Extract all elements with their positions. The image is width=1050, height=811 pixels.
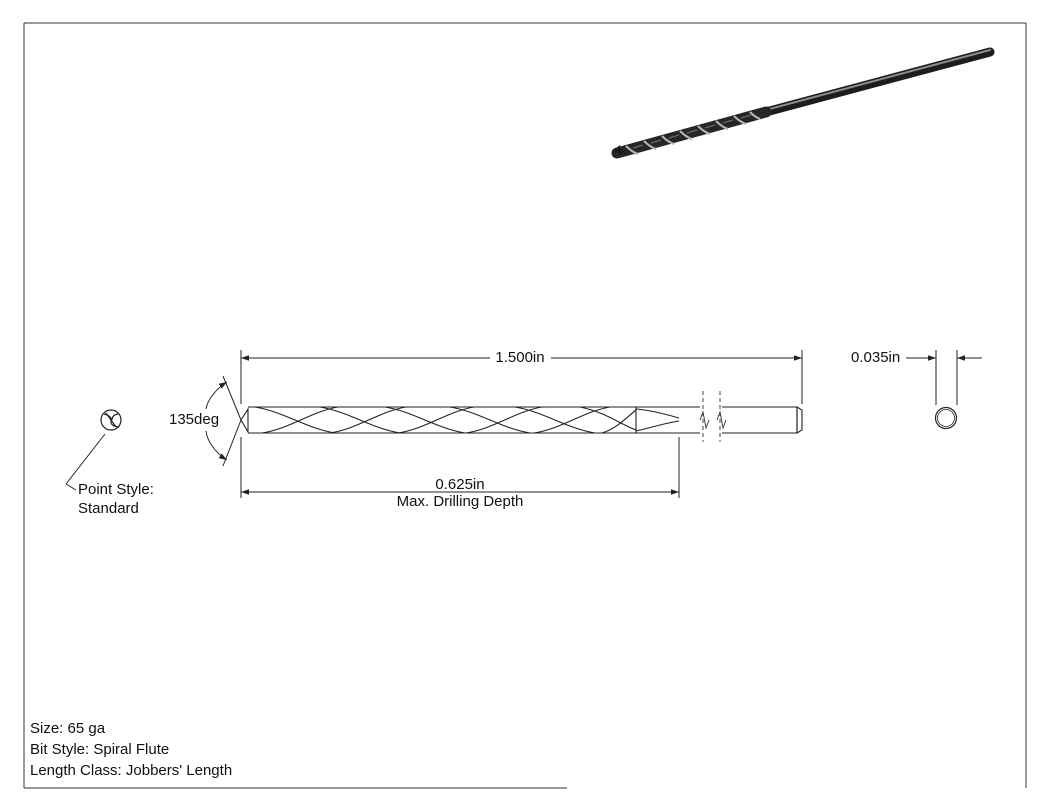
point-end-view: [100, 409, 122, 431]
point-angle-dimension: [205, 375, 242, 467]
sheet-border: [23, 22, 1027, 789]
drilling-depth-label: 0.625in: [435, 476, 485, 493]
overall-length-label: 1.500in: [495, 349, 545, 366]
drill-bit-iso-view: [611, 47, 995, 159]
point-style-leader: [65, 433, 106, 491]
bit-style-note: Bit Style: Spiral Flute: [30, 741, 170, 758]
size-note: Size: 65 ga: [30, 720, 106, 737]
diameter-label: 0.035in: [851, 349, 901, 366]
shank-end-view: [934, 406, 958, 430]
point-style-label: Point Style:: [78, 481, 154, 498]
break-symbol: [699, 391, 727, 442]
overall-length-dimension: [240, 350, 803, 404]
point-style-value: Standard: [78, 500, 139, 517]
drill-bit-side-view: [240, 406, 803, 435]
diameter-dimension: [906, 350, 982, 405]
spec-notes: Size: 65 ga Bit Style: Spiral Flute Leng…: [30, 718, 232, 781]
length-class-note: Length Class: Jobbers' Length: [30, 762, 233, 779]
drilling-depth-caption: Max. Drilling Depth: [396, 493, 524, 510]
drilling-depth-dimension: [240, 437, 680, 498]
point-angle-label: 135deg: [169, 411, 220, 428]
